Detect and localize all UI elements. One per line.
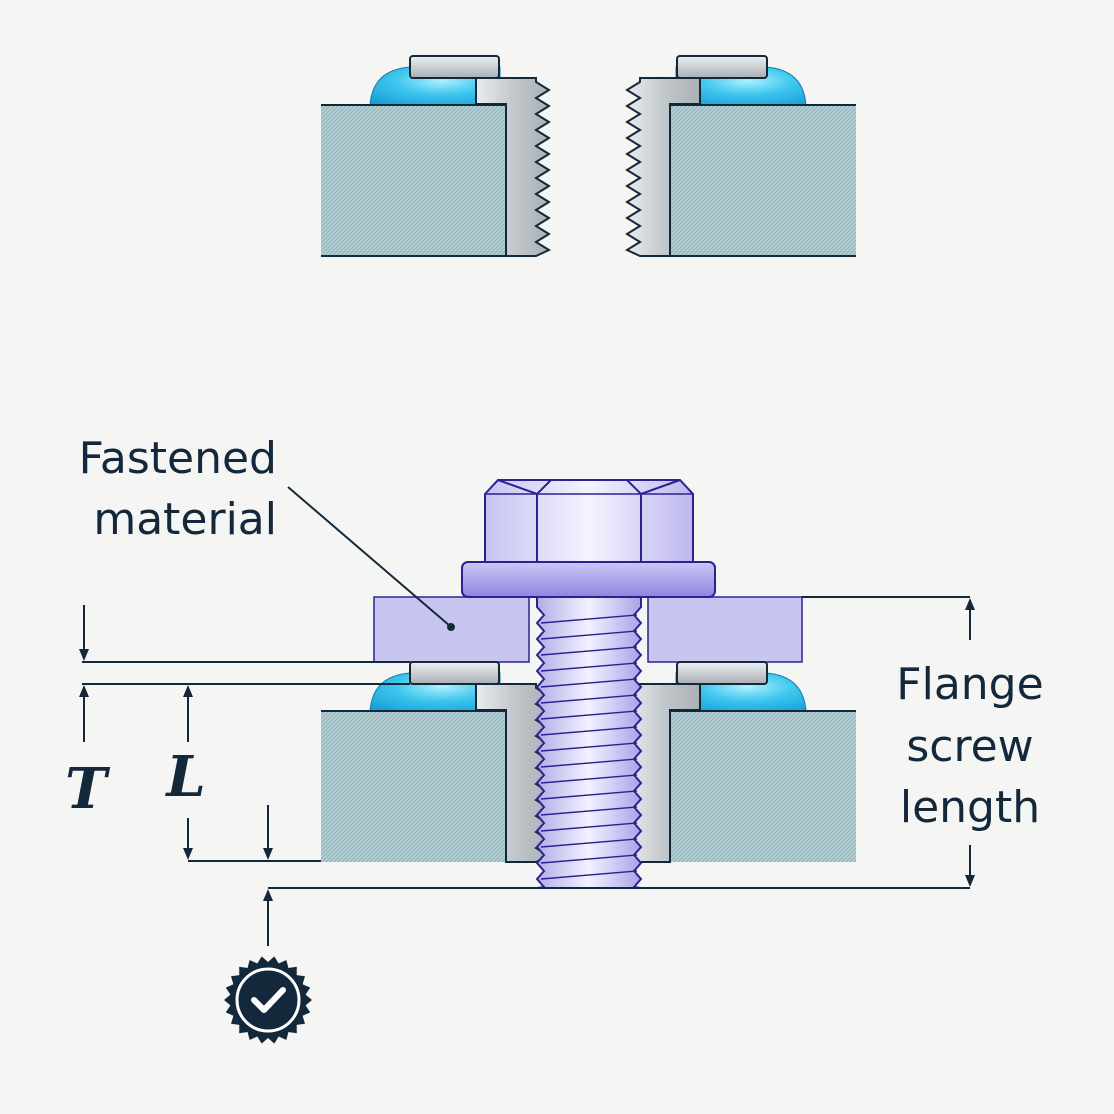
screw-shank	[535, 596, 643, 889]
thread-line	[540, 870, 638, 880]
dimension-lines	[82, 486, 971, 946]
panel-right-top	[670, 106, 856, 256]
thread-line	[540, 678, 638, 688]
screw-head-hex	[484, 479, 694, 563]
dimension-arrowheads	[79, 598, 975, 901]
check-badge-icon	[224, 956, 312, 1044]
thread-line	[540, 806, 638, 816]
insert-left-top	[475, 77, 552, 257]
fastened-material-leader	[287, 486, 451, 627]
thread-line	[540, 854, 638, 864]
panel-left-bottom	[321, 712, 506, 862]
panel-left-top	[321, 106, 506, 256]
fastened-material-right	[647, 596, 803, 663]
thread-line	[540, 742, 638, 752]
label-flange-line2: screw	[906, 721, 1033, 772]
screw-thread-lines	[540, 614, 638, 880]
thread-line	[540, 662, 638, 672]
washer-right-top	[676, 55, 768, 79]
thread-line	[540, 726, 638, 736]
dim-label-t: T	[65, 756, 111, 822]
washer-left-bottom	[409, 661, 500, 685]
thread-line	[540, 790, 638, 800]
thread-line	[540, 774, 638, 784]
thread-line	[540, 630, 638, 640]
thread-line	[540, 614, 638, 624]
top-assembly	[321, 55, 856, 257]
thread-line	[540, 838, 638, 848]
label-flange-line1: Flange	[896, 659, 1043, 710]
washer-left-top	[409, 55, 500, 79]
screw-flange	[461, 561, 716, 598]
label-fastened-line2: material	[93, 494, 277, 545]
label-flange-line3: length	[900, 782, 1040, 833]
thread-line	[540, 646, 638, 656]
washer-right-bottom	[676, 661, 768, 685]
thread-line	[540, 710, 638, 720]
leader-dot	[447, 623, 455, 631]
thread-line	[540, 822, 638, 832]
panel-right-bottom	[670, 712, 856, 862]
flange-screw	[461, 479, 716, 889]
label-fastened-line1: Fastened	[79, 433, 277, 484]
thread-line	[540, 694, 638, 704]
insert-right-top	[624, 77, 701, 257]
dim-label-l: L	[164, 744, 205, 810]
bottom-assembly	[321, 479, 856, 889]
thread-line	[540, 758, 638, 768]
